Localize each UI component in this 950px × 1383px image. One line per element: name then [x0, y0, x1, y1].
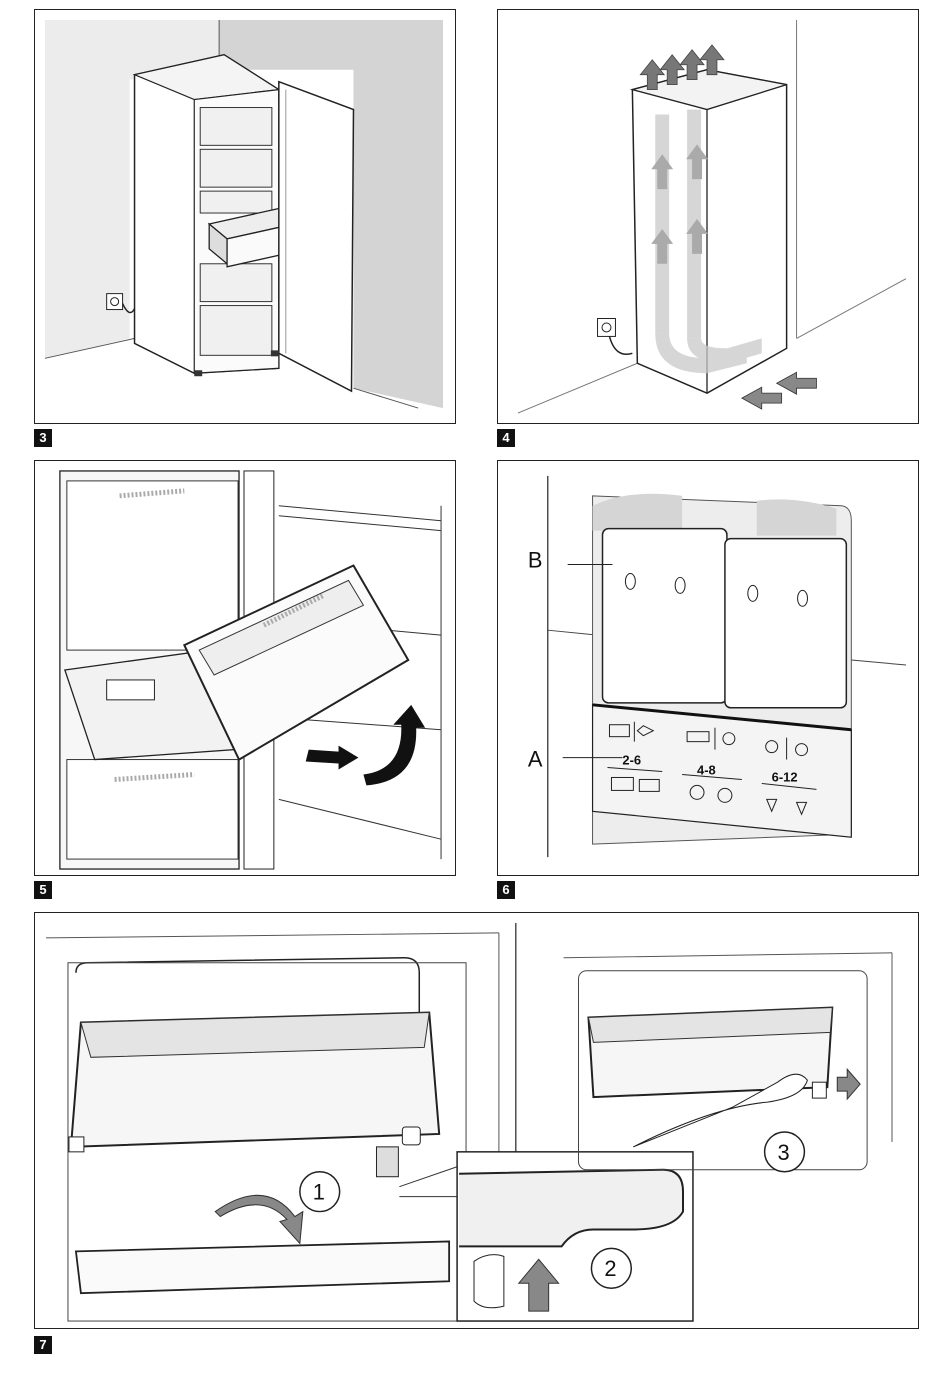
figure-3-label: 3 — [34, 429, 52, 447]
zone-range-left: 2-6 — [622, 753, 641, 768]
drawer-removal-illustration — [35, 461, 455, 875]
figure-6-label: 6 — [497, 881, 515, 899]
step-1-label: 1 — [313, 1180, 325, 1205]
zone-range-middle: 4-8 — [697, 762, 716, 777]
figure-4-label: 4 — [497, 429, 515, 447]
figure-5-label: 5 — [34, 881, 52, 899]
step-2-label: 2 — [604, 1256, 616, 1281]
callout-b: B — [528, 547, 543, 572]
figure-7-label: 7 — [34, 1336, 52, 1354]
figure-5-panel — [34, 460, 456, 876]
zone-range-right: 6-12 — [772, 769, 798, 784]
storage-zone-illustration: 2-6 4-8 6-12 B A — [498, 461, 918, 875]
shelf-removal-illustration: 1 2 3 — [35, 913, 918, 1328]
freezer-open-drawer-illustration — [35, 10, 455, 423]
callout-a: A — [528, 747, 543, 772]
figure-7-panel: 1 2 3 — [34, 912, 919, 1329]
step-3-label: 3 — [778, 1140, 790, 1165]
air-circulation-illustration — [498, 10, 918, 423]
figure-4-panel — [497, 9, 919, 424]
figure-3-panel — [34, 9, 456, 424]
figure-6-panel: 2-6 4-8 6-12 B A — [497, 460, 919, 876]
